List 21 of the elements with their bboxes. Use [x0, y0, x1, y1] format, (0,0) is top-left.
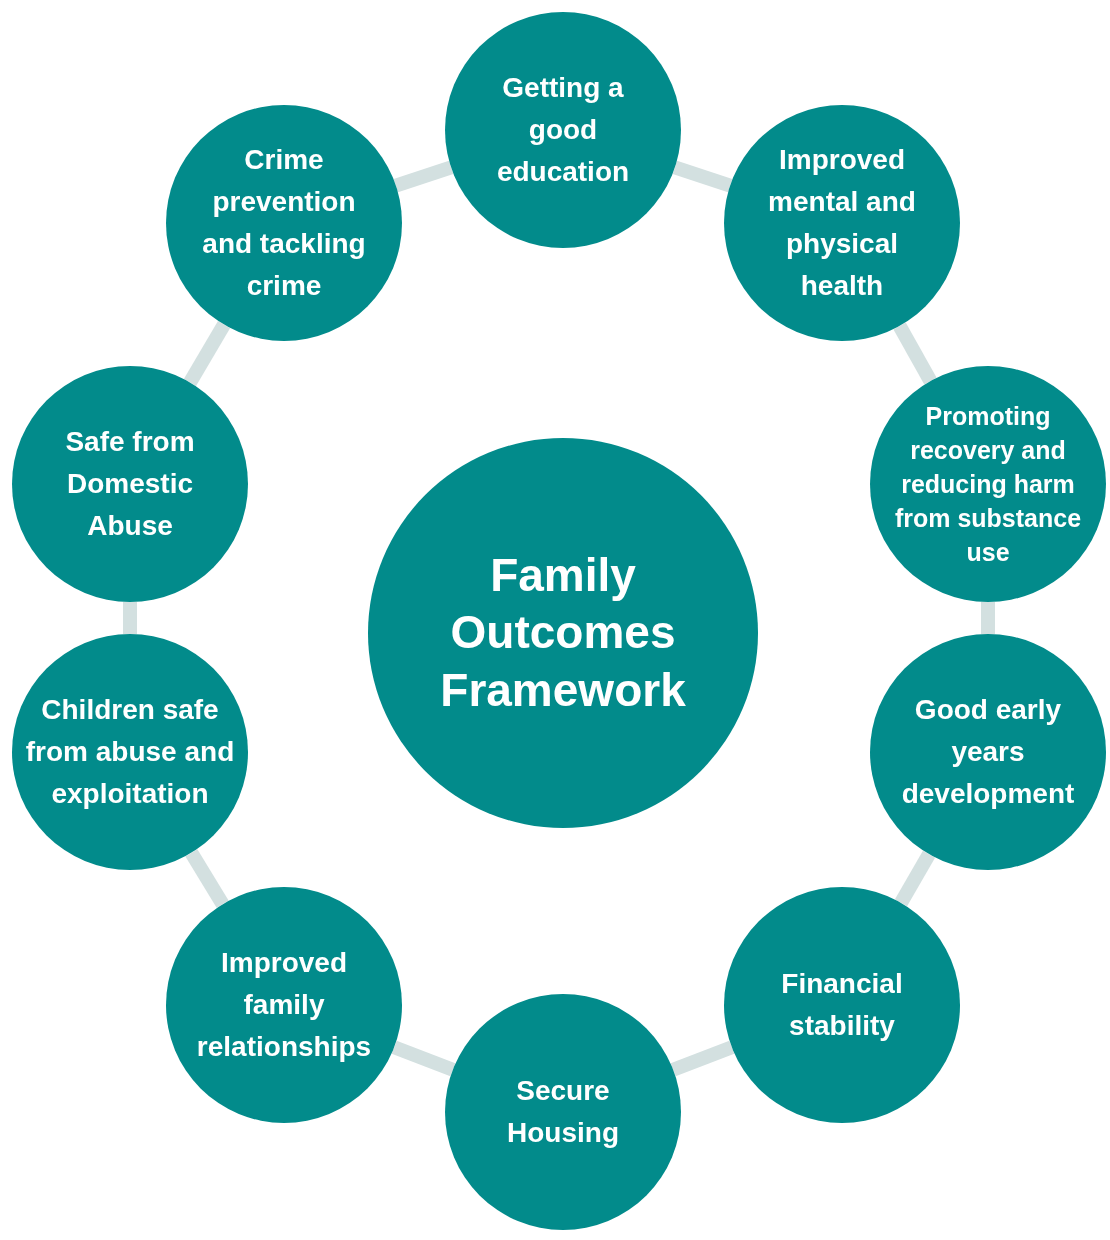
connector-bar	[672, 160, 733, 193]
outcome-text: Secure Housing	[506, 1074, 620, 1150]
connector-bar	[894, 850, 936, 907]
connector-bar	[393, 160, 454, 193]
outcome-text: Good early years development	[900, 693, 1076, 811]
outcome-text: Safe from Domestic Abuse	[64, 425, 196, 543]
outcome-text: Improved mental and physical health	[767, 143, 917, 303]
connector-bar	[981, 602, 995, 634]
outcome-text: Promoting recovery and reducing harm from substance use	[893, 401, 1083, 568]
connector-bar	[183, 321, 231, 386]
outcome-text: Financial stability	[780, 967, 904, 1043]
connector-bar	[391, 1040, 456, 1077]
outcome-text: Crime prevention and tackling crime	[201, 143, 367, 303]
connector-bar	[670, 1040, 735, 1077]
connector-bar	[893, 322, 937, 385]
outcome-text: Children safe from abuse and exploitation	[24, 693, 236, 811]
outcome-text: Getting a good education	[495, 71, 631, 189]
connector-bar	[185, 849, 229, 908]
connector-bar	[123, 602, 137, 634]
title-text: Family Outcomes Framework	[439, 547, 687, 718]
outcome-text: Improved family relationships	[195, 946, 373, 1064]
